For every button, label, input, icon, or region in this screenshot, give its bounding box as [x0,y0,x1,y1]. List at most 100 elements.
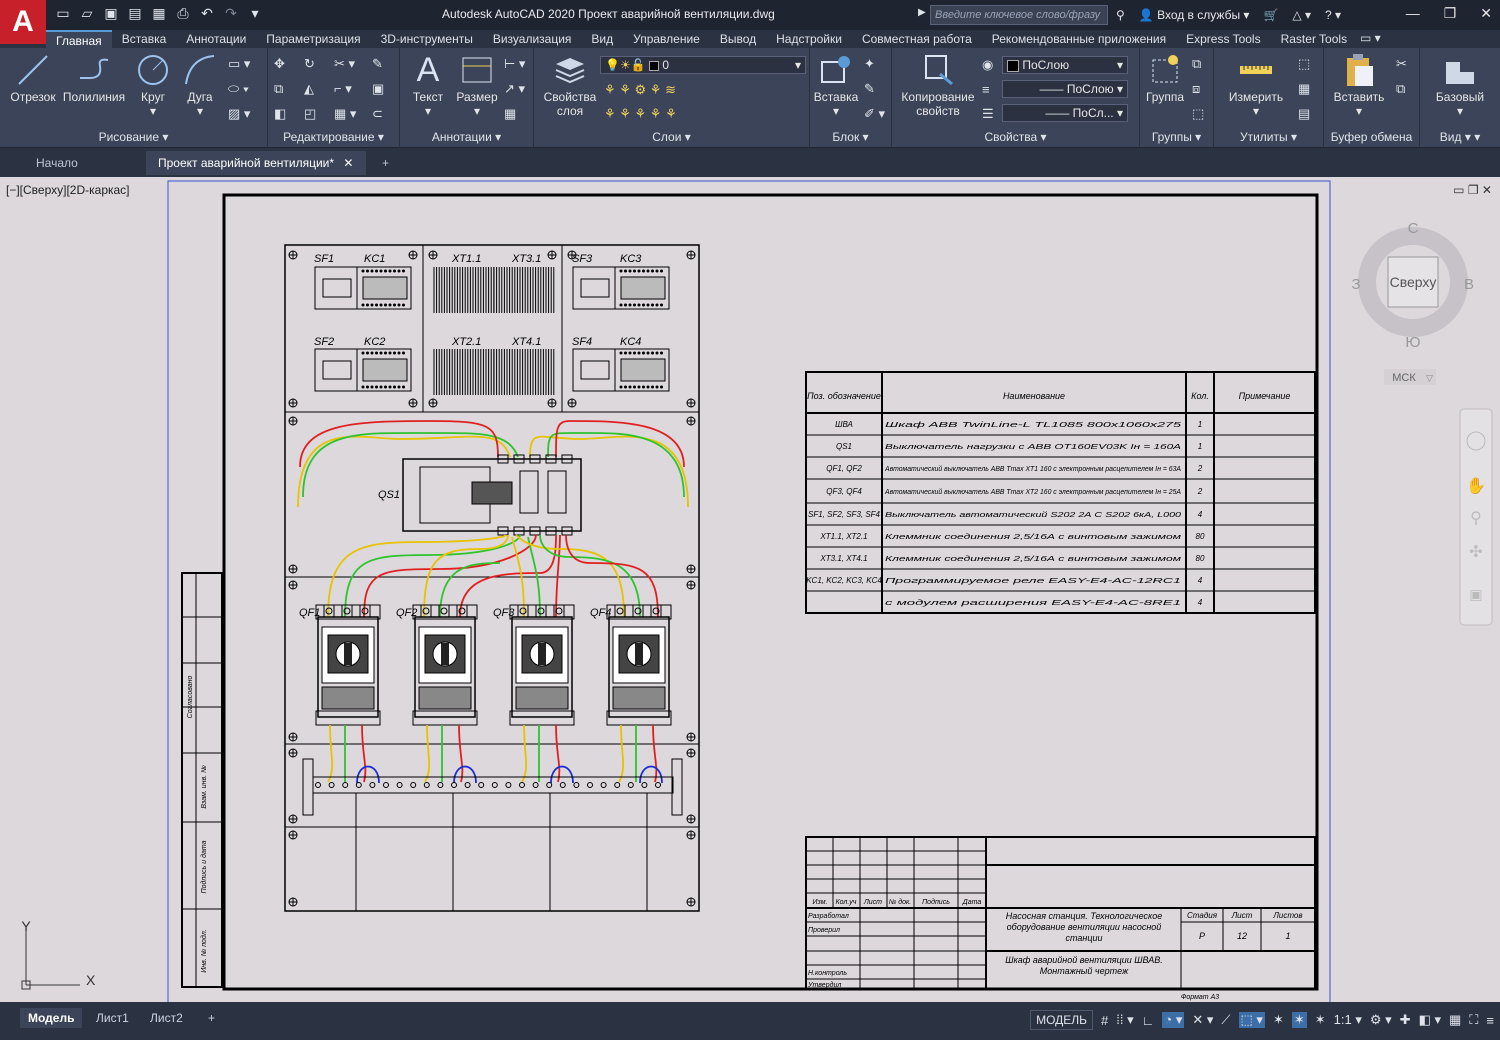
layer-tools-row2-icon[interactable]: ⚘ ⚘ ⚘ ⚘ ⚘ [604,106,677,121]
viewport-controls[interactable]: [−][Сверху][2D-каркас] [6,183,130,197]
grid-icon[interactable]: # [1101,1012,1109,1028]
ribbon-tab[interactable]: Вид [591,32,614,46]
layer-properties-button[interactable]: Свойства слоя [540,52,600,118]
viewcube-east[interactable]: В [1464,276,1474,293]
erase-icon[interactable]: ✎ [372,56,383,71]
table-icon[interactable]: ▦ [504,106,517,121]
lineweight-dropdown[interactable]: —— ПоСл... ▾ [1002,104,1128,122]
arc-dropdown-icon[interactable]: ▾ [196,104,204,118]
array-icon[interactable]: ▦ ▾ [334,106,357,121]
orbit-icon[interactable]: ✣ [1469,542,1482,561]
insert-block-button[interactable]: Вставка▾ [812,52,860,118]
binoculars-icon[interactable]: ⚲ [1116,8,1125,22]
layers-panel-title[interactable]: Слои ▾ [652,130,691,144]
ribbon-tab[interactable]: Вывод [719,32,757,46]
annotation-visibility-icon[interactable]: ✶ [1272,1012,1284,1027]
clean-screen-icon[interactable]: ⛶ [1469,1012,1479,1027]
viewcube-face[interactable] [1387,256,1439,308]
circle-dropdown-icon[interactable]: ▾ [149,104,157,118]
close-window-icon[interactable]: ✕ [1480,5,1492,21]
autodesk-app-icon[interactable]: △ ▾ [1292,8,1311,22]
ribbon-tab[interactable]: Raster Tools [1280,32,1348,46]
tab-active-drawing[interactable]: Проект аварийной вентиляции* ✕ [146,151,366,175]
ribbon-tab[interactable]: Аннотации [186,32,247,46]
model-space-button[interactable]: МОДЕЛЬ [1030,1010,1094,1030]
zoom-icon[interactable]: ⚲ [1470,508,1482,527]
hatch-icon[interactable]: ⬭ ▾ [228,81,250,96]
layout-tab[interactable]: Лист1 [96,1011,129,1025]
ribbon-tab[interactable]: Визуализация [492,32,572,46]
publish-icon[interactable]: ▦ [152,5,166,21]
restore-icon[interactable]: ❐ [1443,5,1457,21]
properties-panel-title[interactable]: Свойства ▾ [984,130,1047,144]
layer-dropdown[interactable]: 💡☀🔓 0▾ [600,56,806,74]
quick-select-icon[interactable]: ⬚ [1298,56,1311,71]
ribbon-tab[interactable]: Вставка [121,32,167,46]
showmotion-icon[interactable]: ▣ [1469,587,1482,603]
dimension-button[interactable]: Размер▾ [454,52,500,118]
viewcube-west[interactable]: З [1351,276,1360,293]
explode-icon[interactable]: ▣ [372,81,385,96]
save-icon[interactable]: ▣ [104,5,118,21]
rotate-icon[interactable]: ↻ [304,56,315,71]
hardware-accel-icon[interactable]: ▦ [1449,1012,1462,1027]
offset-icon[interactable]: ⊂ [372,106,383,121]
search-arrow-icon[interactable]: ▶ [918,7,926,18]
workspace-gear-icon[interactable]: ⚙ ▾ [1369,1012,1392,1027]
attribute-icon[interactable]: ✐ ▾ [864,106,886,121]
minimize-icon[interactable]: — [1405,5,1420,21]
ribbon-tab[interactable]: Управление [633,32,700,46]
ribbon-tab[interactable]: Рекомендованные приложения [991,32,1167,46]
id-point-icon[interactable]: ▤ [1298,106,1311,121]
plot-icon[interactable]: ⎙ [177,5,189,21]
isolate-icon[interactable]: ◧ ▾ [1418,1012,1441,1027]
scale-dropdown[interactable]: 1:1 ▾ [1333,1012,1362,1027]
groups-panel-title[interactable]: Группы ▾ [1151,130,1202,144]
linear-dim-icon[interactable]: ⊢ ▾ [504,56,526,71]
lineweight-icon[interactable]: ☰ [982,106,994,121]
search-input[interactable]: Введите ключевое слово/фразу [930,5,1108,25]
redo-icon[interactable]: ↷ [225,5,237,21]
ribbon-tab[interactable]: Express Tools [1186,32,1261,46]
ungroup-icon[interactable]: ⧉ [1192,56,1202,71]
polar-icon[interactable]: ◔ ▾ [1162,1012,1185,1028]
text-button[interactable]: A Текст▾ [406,52,450,118]
block-panel-title[interactable]: Блок ▾ [832,130,869,144]
match-properties-button[interactable]: Копирование свойств [898,52,978,118]
group-button[interactable]: Группа [1142,52,1188,104]
paste-button[interactable]: Вставить▾ [1328,52,1390,118]
mirror-icon[interactable]: ◭ [304,81,314,96]
color-dropdown[interactable]: ПоСлою▾ [1002,56,1128,74]
ribbon-tab[interactable]: Главная [46,30,112,48]
copy-clip-icon[interactable]: ⧉ [1396,81,1406,96]
new-tab-button[interactable]: + [382,156,390,170]
viewcube[interactable]: Сверху С Ю З В [1351,220,1474,351]
cart-icon[interactable]: 🛒 [1263,8,1279,22]
tab-home[interactable]: Начало [36,156,78,170]
create-block-icon[interactable]: ✦ [864,56,875,71]
viewport-window-controls[interactable]: ▭ ❐ ✕ [1453,183,1492,197]
measure-button[interactable]: Измерить▾ [1220,52,1292,118]
trim-icon[interactable]: ✂ ▾ [334,56,356,71]
scale-icon[interactable]: ◰ [304,106,317,121]
view-panel-title[interactable]: Вид ▾ ▾ [1439,130,1481,144]
draw-panel-title[interactable]: Рисование ▾ [98,130,169,144]
auto-scale-icon[interactable]: ✶ [1291,1012,1307,1028]
osnap-icon[interactable]: ✕ ▾ [1192,1012,1214,1027]
snap-icon[interactable]: ⁞⁞ ▾ [1116,1012,1134,1027]
undo-icon[interactable]: ↶ [201,5,213,21]
signin-button[interactable]: 👤 Вход в службы ▾ [1138,8,1250,22]
linetype-dropdown[interactable]: —— ПоСлою ▾ [1002,80,1128,98]
steering-wheel-icon[interactable] [1466,431,1486,451]
rectangle-icon[interactable]: ▭ ▾ [228,56,251,71]
fillet-icon[interactable]: ⌐ ▾ [334,81,352,96]
ribbon-tab[interactable]: Надстройки [776,32,842,46]
new-file-icon[interactable]: ▭ [56,5,70,21]
customize-icon[interactable]: ≡ [1486,1012,1494,1028]
save-as-icon[interactable]: ▤ [128,5,142,21]
stretch-icon[interactable]: ◧ [274,106,287,121]
add-layout-button[interactable]: + [208,1011,216,1025]
plus-icon[interactable]: ✚ [1399,1012,1411,1027]
viewcube-north[interactable]: С [1408,220,1419,237]
help-icon[interactable]: ? ▾ [1324,8,1342,22]
